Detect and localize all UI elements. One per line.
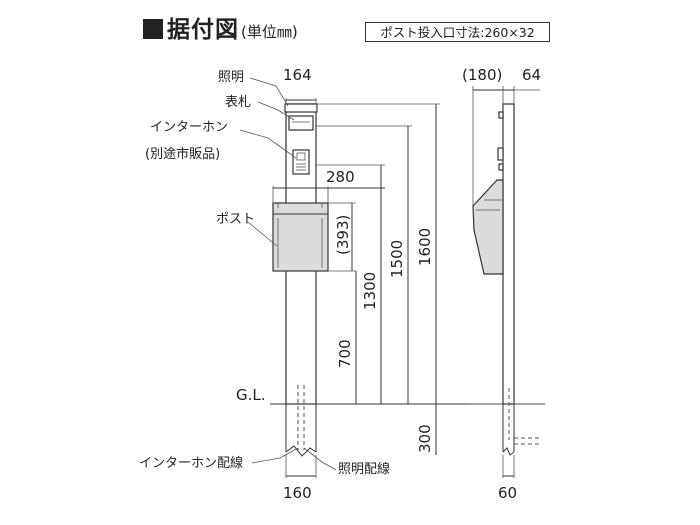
label-post: ポスト (216, 212, 255, 227)
dim-side-base-depth: 60 (498, 484, 517, 502)
dim-side-top-depth: 64 (522, 66, 541, 84)
front-view (272, 103, 329, 457)
side-view (472, 103, 540, 456)
dim-height-700: 700 (336, 339, 354, 368)
side-post-box (472, 179, 504, 275)
dim-height-1600: 1600 (416, 228, 434, 266)
label-light-wiring: 照明配線 (338, 461, 390, 477)
title-square-icon (143, 19, 163, 39)
title-unit: (単位㎜) (241, 23, 298, 41)
diagram-title: 据付図 (単位㎜) (143, 10, 298, 44)
dim-post-width: 280 (326, 168, 355, 186)
label-intercom-wiring: インターホン配線 (139, 455, 243, 471)
gl-label: G.L. (236, 386, 266, 404)
dim-base-width: 160 (283, 484, 312, 502)
post-box (272, 202, 329, 272)
side-pole (502, 103, 515, 405)
label-intercom: インターホン (150, 120, 228, 135)
dim-height-1300: 1300 (361, 272, 379, 310)
label-nameplate: 表札 (225, 95, 251, 110)
title-main: 据付図 (167, 17, 239, 43)
nameplate-plate (288, 115, 314, 131)
label-light: 照明 (218, 70, 244, 85)
dim-top-width: 164 (283, 66, 312, 84)
dim-post-height: (393) (334, 215, 352, 255)
dim-buried-300: 300 (416, 424, 434, 453)
dim-side-post-depth: (180) (462, 66, 502, 84)
dim-height-1500: 1500 (388, 240, 406, 278)
light-cap (284, 103, 318, 113)
spec-note: ポスト投入口寸法:260×32 (365, 22, 550, 42)
label-intercom-note: (別途市販品) (145, 146, 220, 162)
